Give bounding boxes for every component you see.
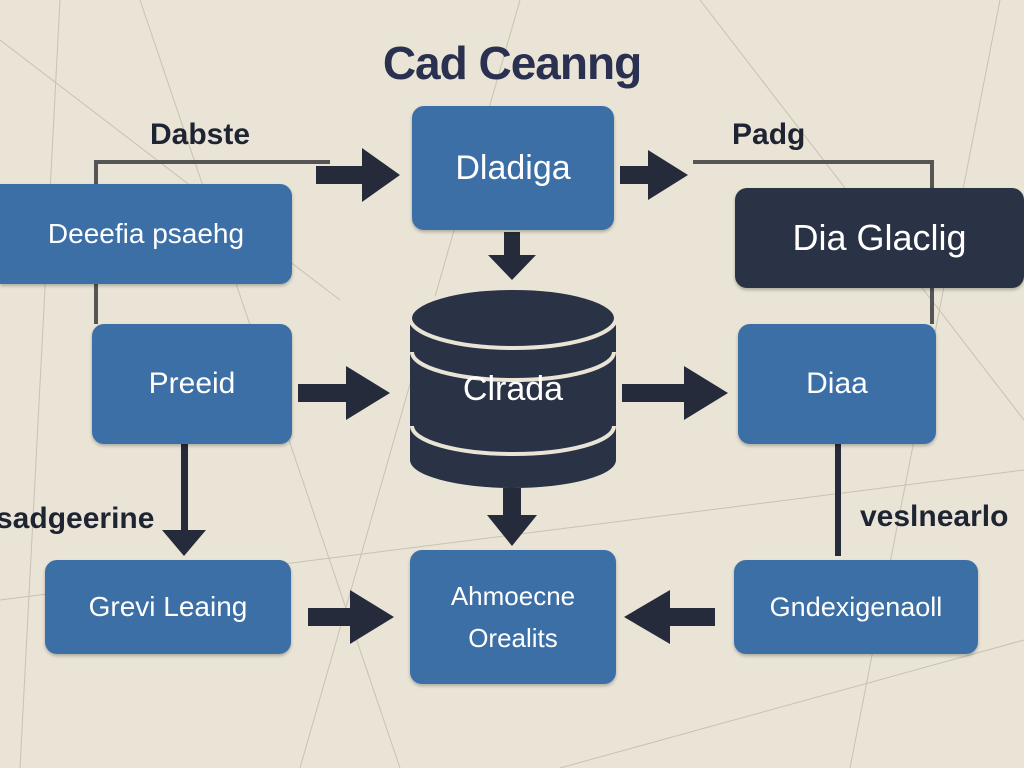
node-left-top: Deeefia psaehg <box>0 184 292 284</box>
arrows <box>162 148 841 644</box>
node-label: Preeid <box>148 367 236 400</box>
database-cylinder-icon <box>408 286 618 488</box>
arrow-down-left <box>162 444 206 556</box>
node-label: Grevi Leaing <box>88 591 248 622</box>
arrow-right-bottom-left <box>308 590 394 644</box>
node-center-bottom: Ahmoecne Orealits <box>410 550 616 684</box>
node-label: Gndexigenaoll <box>769 591 943 622</box>
diagram-title: Cad Ceanng <box>382 37 642 89</box>
arrow-right-top-right <box>620 150 688 200</box>
node-right-bottom: Gndexigenaoll <box>734 560 978 654</box>
label-top-right: Padg <box>732 118 806 151</box>
connector-lines <box>94 160 934 324</box>
line-right-mid <box>835 444 841 556</box>
arrow-right-mid-left <box>298 366 390 420</box>
arrow-right-mid-right <box>622 366 728 420</box>
node-label-line-2: Orealits <box>468 623 558 653</box>
node-label: Dia Glaclig <box>792 217 967 258</box>
node-label: Dladiga <box>455 148 571 187</box>
node-right-mid: Diaa <box>738 324 936 444</box>
arrow-right-top-left <box>316 148 400 202</box>
node-top-center: Dladiga <box>412 106 614 230</box>
node-left-mid: Preeid <box>92 324 292 444</box>
node-right-top: Dia Glaclig <box>735 188 1024 288</box>
arrow-down-top-center <box>488 232 536 280</box>
arrow-down-center <box>487 488 537 546</box>
arrow-left-bottom-right <box>624 590 715 644</box>
node-label: Deeefia psaehg <box>47 218 245 249</box>
label-top-left: Dabste <box>150 118 251 151</box>
node-left-bottom: Grevi Leaing <box>45 560 291 654</box>
node-label: Diaa <box>806 367 868 400</box>
label-mid-right: veslnearlo <box>860 500 1009 533</box>
node-center-db-label: Clrada <box>462 370 564 408</box>
node-label-line-1: Ahmoecne <box>450 581 576 611</box>
label-mid-left: sadgeerine <box>0 502 155 535</box>
